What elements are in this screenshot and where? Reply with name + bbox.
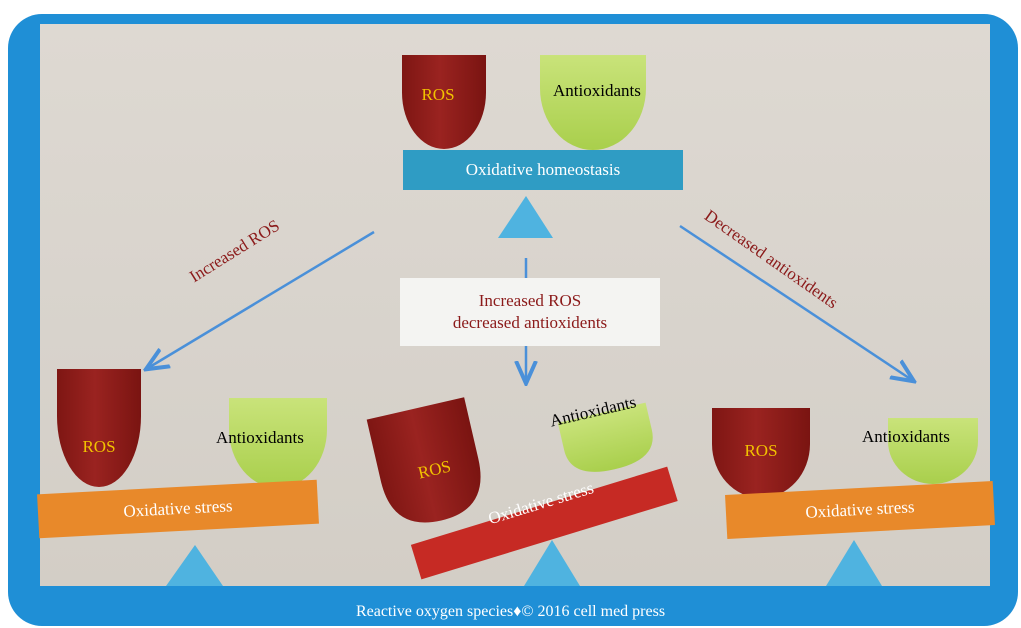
top-ros-label: ROS xyxy=(421,85,455,104)
right-arrow xyxy=(679,224,912,380)
center-arrow-label-line2: decreased antioxidents xyxy=(452,313,608,332)
left-arrow xyxy=(148,230,375,368)
bottom-right-fulcrum xyxy=(826,540,882,586)
bottom-right-antioxidants-shape xyxy=(888,418,978,484)
center-arrow-label-line1: Increased ROS xyxy=(478,291,582,310)
bottom-right-beam-label: Oxidative stress xyxy=(805,497,915,522)
top-beam: Oxidative homeostasis xyxy=(403,150,683,190)
bottom-right-ros-label: ROS xyxy=(744,441,778,460)
top-antioxidants-label: Antioxidants xyxy=(553,81,641,100)
bottom-left-ros-label: ROS xyxy=(82,437,116,456)
top-fulcrum xyxy=(498,196,553,238)
bottom-right-ros-shape: ROS xyxy=(712,408,810,498)
bottom-center-antioxidants-shape xyxy=(557,402,653,472)
bottom-left-beam-label: Oxidative stress xyxy=(123,496,233,521)
bottom-right-antioxidants-label: Antioxidants xyxy=(862,427,950,446)
bottom-center-ros-group xyxy=(366,397,481,523)
bottom-left-fulcrum xyxy=(166,545,223,586)
top-beam-label: Oxidative homeostasis xyxy=(465,160,621,179)
bottom-left-antioxidants-label: Antioxidants xyxy=(216,428,304,447)
bottom-center-fulcrum xyxy=(524,540,580,586)
bottom-center-beam-group xyxy=(410,466,678,580)
bottom-left-antioxidants-shape xyxy=(229,398,327,488)
top-antioxidants-shape xyxy=(540,55,646,150)
center-arrow-label-box: Increased ROS decreased antioxidents xyxy=(400,278,660,346)
bottom-left-ros-shape: ROS xyxy=(57,369,141,487)
bottom-center-antioxidants-group xyxy=(557,402,653,472)
bottom-center-ros-shape xyxy=(366,397,481,523)
top-ros-shape: ROS xyxy=(402,55,486,149)
bottom-center-beam xyxy=(410,466,678,580)
footer-caption: Reactive oxygen species♦© 2016 cell med … xyxy=(355,603,666,620)
